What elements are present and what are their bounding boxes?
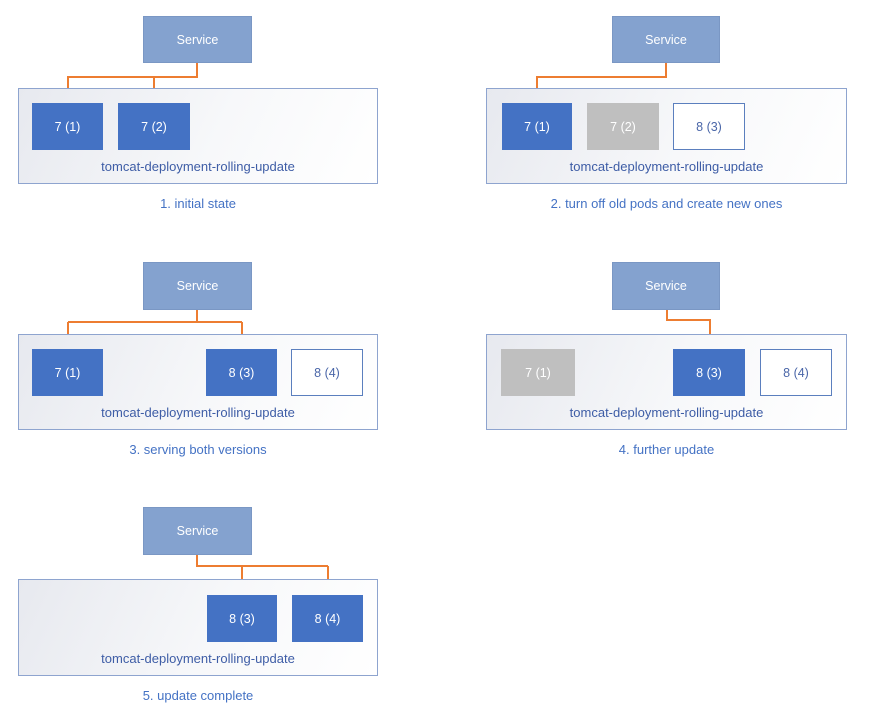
- service-box: Service: [143, 262, 252, 310]
- pod-8-3: 8 (3): [206, 349, 277, 396]
- pod-label: 8 (3): [228, 365, 255, 380]
- step-caption: 1. initial state: [160, 196, 236, 211]
- pod-label: 8 (3): [696, 365, 722, 380]
- deployment-name-label: tomcat-deployment-rolling-update: [101, 651, 295, 666]
- pod-8-3: 8 (3): [673, 103, 745, 150]
- pod-label: 7 (1): [524, 119, 550, 134]
- pod-8-4: 8 (4): [760, 349, 832, 396]
- service-label: Service: [645, 32, 687, 47]
- pod-8-4: 8 (4): [291, 349, 363, 396]
- pod-label: 8 (4): [783, 365, 809, 380]
- service-label: Service: [176, 32, 219, 47]
- pod-7-2: 7 (2): [587, 103, 659, 150]
- step-caption: 2. turn off old pods and create new ones: [550, 196, 783, 211]
- service-box: Service: [143, 507, 252, 555]
- pod-7-1: 7 (1): [32, 103, 103, 150]
- pod-8-4: 8 (4): [292, 595, 363, 642]
- service-box: Service: [143, 16, 252, 63]
- pod-8-3: 8 (3): [673, 349, 745, 396]
- service-label: Service: [176, 279, 219, 293]
- service-label: Service: [645, 279, 687, 293]
- service-box: Service: [612, 262, 720, 310]
- step-caption: 3. serving both versions: [129, 442, 267, 457]
- deployment-name-label: tomcat-deployment-rolling-update: [101, 405, 295, 420]
- pod-label: 7 (2): [610, 119, 636, 134]
- pod-7-1: 7 (1): [501, 349, 575, 396]
- pod-label: 8 (3): [229, 611, 255, 626]
- pod-8-3: 8 (3): [207, 595, 277, 642]
- pod-7-1: 7 (1): [502, 103, 572, 150]
- deployment-name-label: tomcat-deployment-rolling-update: [569, 405, 764, 420]
- step-caption: 5. update complete: [142, 688, 254, 703]
- service-box: Service: [612, 16, 720, 63]
- pod-label: 7 (1): [54, 365, 81, 380]
- pod-label: 8 (4): [314, 611, 341, 626]
- pod-7-2: 7 (2): [118, 103, 190, 150]
- pod-label: 7 (2): [141, 119, 167, 134]
- service-label: Service: [176, 524, 219, 538]
- pod-label: 7 (1): [54, 119, 81, 134]
- pod-label: 8 (3): [696, 119, 722, 134]
- deployment-name-label: tomcat-deployment-rolling-update: [101, 159, 295, 174]
- pod-label: 7 (1): [525, 365, 551, 380]
- deployment-name-label: tomcat-deployment-rolling-update: [569, 159, 764, 174]
- step-caption: 4. further update: [618, 442, 715, 457]
- pod-7-1: 7 (1): [32, 349, 103, 396]
- pod-label: 8 (4): [314, 365, 340, 380]
